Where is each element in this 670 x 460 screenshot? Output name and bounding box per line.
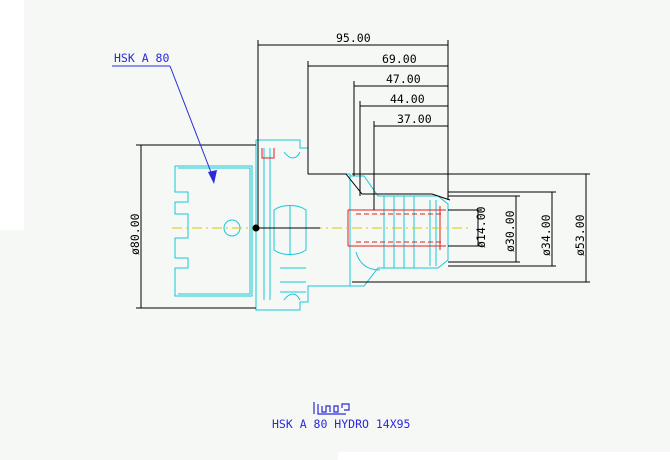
dim-length-95: 95.00 <box>336 31 371 45</box>
dim-diameter-80: ø80.00 <box>128 213 142 255</box>
dimension-lines <box>136 40 590 309</box>
dim-diameter-30: ø30.00 <box>503 210 517 252</box>
dim-length-37: 37.00 <box>397 112 432 126</box>
hidden-bore-lines <box>261 148 446 250</box>
dim-diameter-53: ø53.00 <box>573 214 587 256</box>
callout-label: HSK A 80 <box>114 51 169 65</box>
dim-diameter-14: ø14.00 <box>474 206 488 248</box>
dim-length-69: 69.00 <box>382 52 417 66</box>
hsk-shank-outline <box>174 139 449 311</box>
dim-length-44: 44.00 <box>390 92 425 106</box>
iscar-logo <box>313 402 350 415</box>
part-name: HSK A 80 HYDRO 14X95 <box>272 417 410 431</box>
dim-diameter-34: ø34.00 <box>539 214 553 256</box>
callout-leader <box>112 65 217 184</box>
dim-length-47: 47.00 <box>386 72 421 86</box>
